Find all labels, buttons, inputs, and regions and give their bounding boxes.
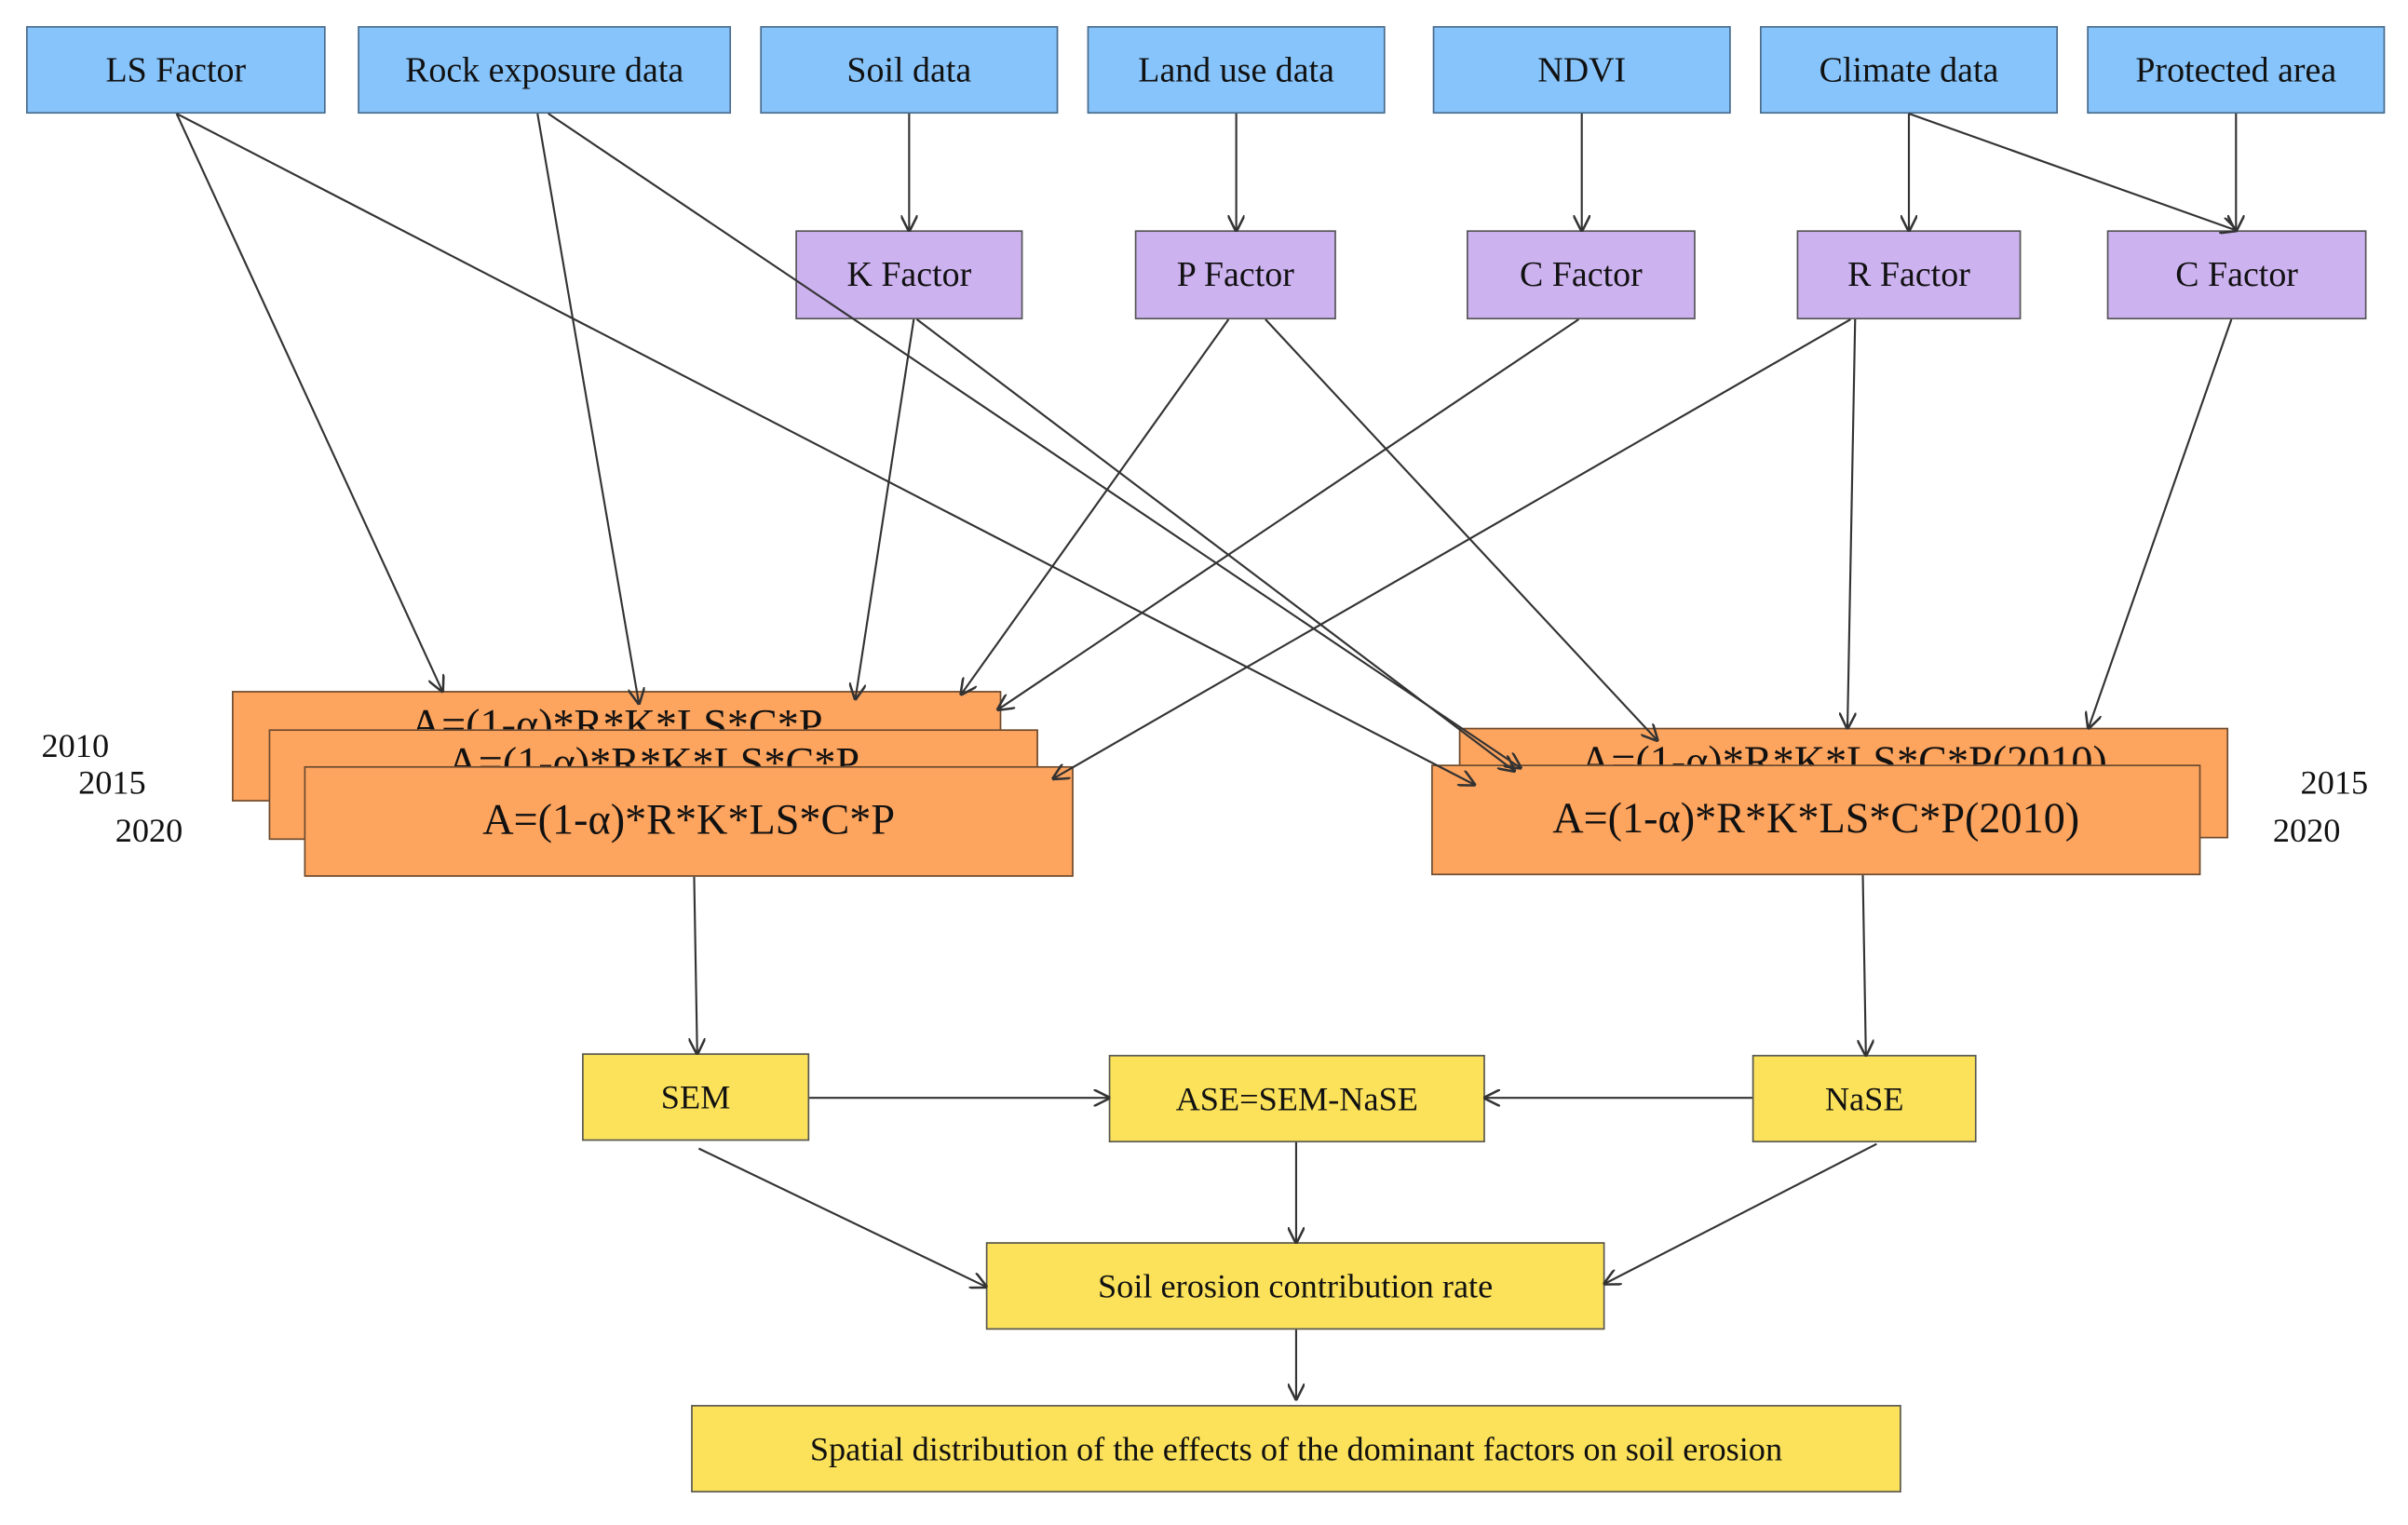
year-label-2010-left: 2010 <box>41 726 110 765</box>
contribution-rate-box: Soil erosion contribution rate <box>985 1242 1605 1330</box>
ndvi-box: NDVI <box>1432 26 1731 115</box>
year-label-2020-right: 2020 <box>2272 810 2341 850</box>
arrow-right-eq-to-nase <box>1863 875 1866 1055</box>
arrow-ls-to-right-eq <box>176 113 1475 785</box>
arrow-p-to-left-eq <box>961 318 1230 694</box>
arrow-climate-to-c2 <box>1908 113 2236 230</box>
arrow-k-to-left-eq <box>856 318 915 698</box>
ls-factor-box: LS Factor <box>26 26 326 115</box>
arrow-rock-to-left-eq <box>536 113 639 703</box>
arrow-nase-to-contribution <box>1604 1142 1877 1284</box>
arrow-r-to-left-eq <box>1053 318 1851 778</box>
soil-data-box: Soil data <box>760 26 1059 115</box>
sem-box: SEM <box>582 1053 810 1141</box>
year-label-2015-right: 2015 <box>2300 762 2369 802</box>
year-label-2015-left: 2015 <box>78 762 146 802</box>
equation-natural-box-2020: A=(1-α)*R*K*LS*C*P(2010) <box>1431 764 2201 876</box>
year-label-2020-left: 2020 <box>115 810 183 850</box>
arrow-sem-to-contribution <box>697 1147 985 1287</box>
climate-data-box: Climate data <box>1760 26 2058 115</box>
arrow-c2-to-right-eq <box>2089 318 2233 728</box>
r-factor-box: R Factor <box>1796 230 2022 320</box>
arrow-r-to-right-eq <box>1847 319 1855 728</box>
land-use-data-box: Land use data <box>1087 26 1386 115</box>
arrow-left-eq-to-sem <box>694 876 697 1054</box>
arrow-ls-to-left-eq <box>175 113 442 691</box>
c-factor-protected-box: C Factor <box>2106 230 2367 320</box>
arrow-c-to-left-eq <box>998 318 1580 709</box>
rock-exposure-data-box: Rock exposure data <box>358 26 732 115</box>
spatial-distribution-box: Spatial distribution of the effects of t… <box>691 1405 1901 1493</box>
arrow-rock-to-right-eq <box>548 113 1521 768</box>
arrow-k-to-right-eq <box>915 318 1515 771</box>
c-factor-box: C Factor <box>1467 230 1696 320</box>
p-factor-box: P Factor <box>1134 230 1336 320</box>
protected-area-box: Protected area <box>2087 26 2386 115</box>
ase-box: ASE=SEM-NaSE <box>1108 1055 1485 1143</box>
arrow-p-to-right-eq <box>1265 318 1657 740</box>
nase-box: NaSE <box>1752 1055 1977 1143</box>
equation-box-2020: A=(1-α)*R*K*LS*C*P <box>304 765 1074 877</box>
